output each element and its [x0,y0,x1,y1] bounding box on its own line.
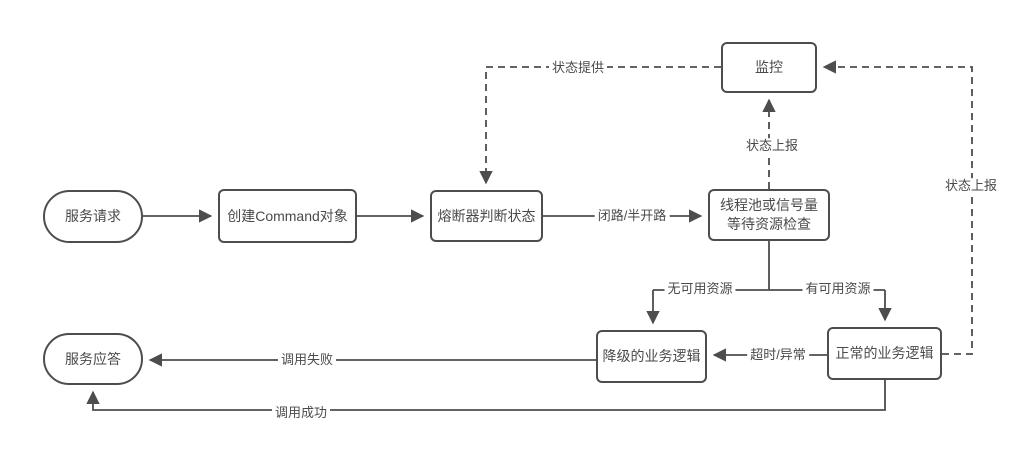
node-thread-pool-label-line1: 线程池或信号量 [720,197,818,214]
node-create-command-label: 创建Command对象 [227,207,348,224]
node-normal-logic-label: 正常的业务逻辑 [835,345,934,362]
edge-label-call-success: 调用成功 [271,405,331,421]
edge-label-timeout-exception: 超时/异常 [747,347,809,363]
node-create-command: 创建Command对象 [218,189,357,243]
edge-normal-to-monitor [822,60,973,355]
edge-label-closed-half-open: 闭路/半开路 [594,208,670,224]
node-thread-pool-label-line2: 等待资源检查 [727,216,811,232]
node-service-response: 服务应答 [43,333,143,385]
node-circuit-breaker: 熔断器判断状态 [430,190,543,242]
edge-label-status-report-mid: 状态上报 [742,138,802,154]
edge-label-no-resource: 无可用资源 [664,281,736,297]
edge-label-status-provide: 状态提供 [548,60,608,76]
edge-label-has-resource: 有可用资源 [802,281,874,297]
edge-monitor-to-breaker [479,66,721,185]
node-degraded-logic-label: 降级的业务逻辑 [602,348,701,365]
edge-normal-success-to-response [86,380,886,411]
node-thread-pool: 线程池或信号量 等待资源检查 [708,189,830,241]
node-circuit-breaker-label: 熔断器判断状态 [437,207,536,224]
node-monitor-label: 监控 [755,59,783,76]
node-service-response-label: 服务应答 [65,350,121,367]
edge-label-status-report-right: 状态上报 [941,178,1001,194]
node-degraded-logic: 降级的业务逻辑 [596,330,707,383]
node-service-request: 服务请求 [43,190,143,243]
node-service-request-label: 服务请求 [65,208,121,225]
edge-label-call-failed: 调用失败 [277,352,337,368]
node-monitor: 监控 [721,42,817,93]
node-normal-logic: 正常的业务逻辑 [827,327,942,380]
